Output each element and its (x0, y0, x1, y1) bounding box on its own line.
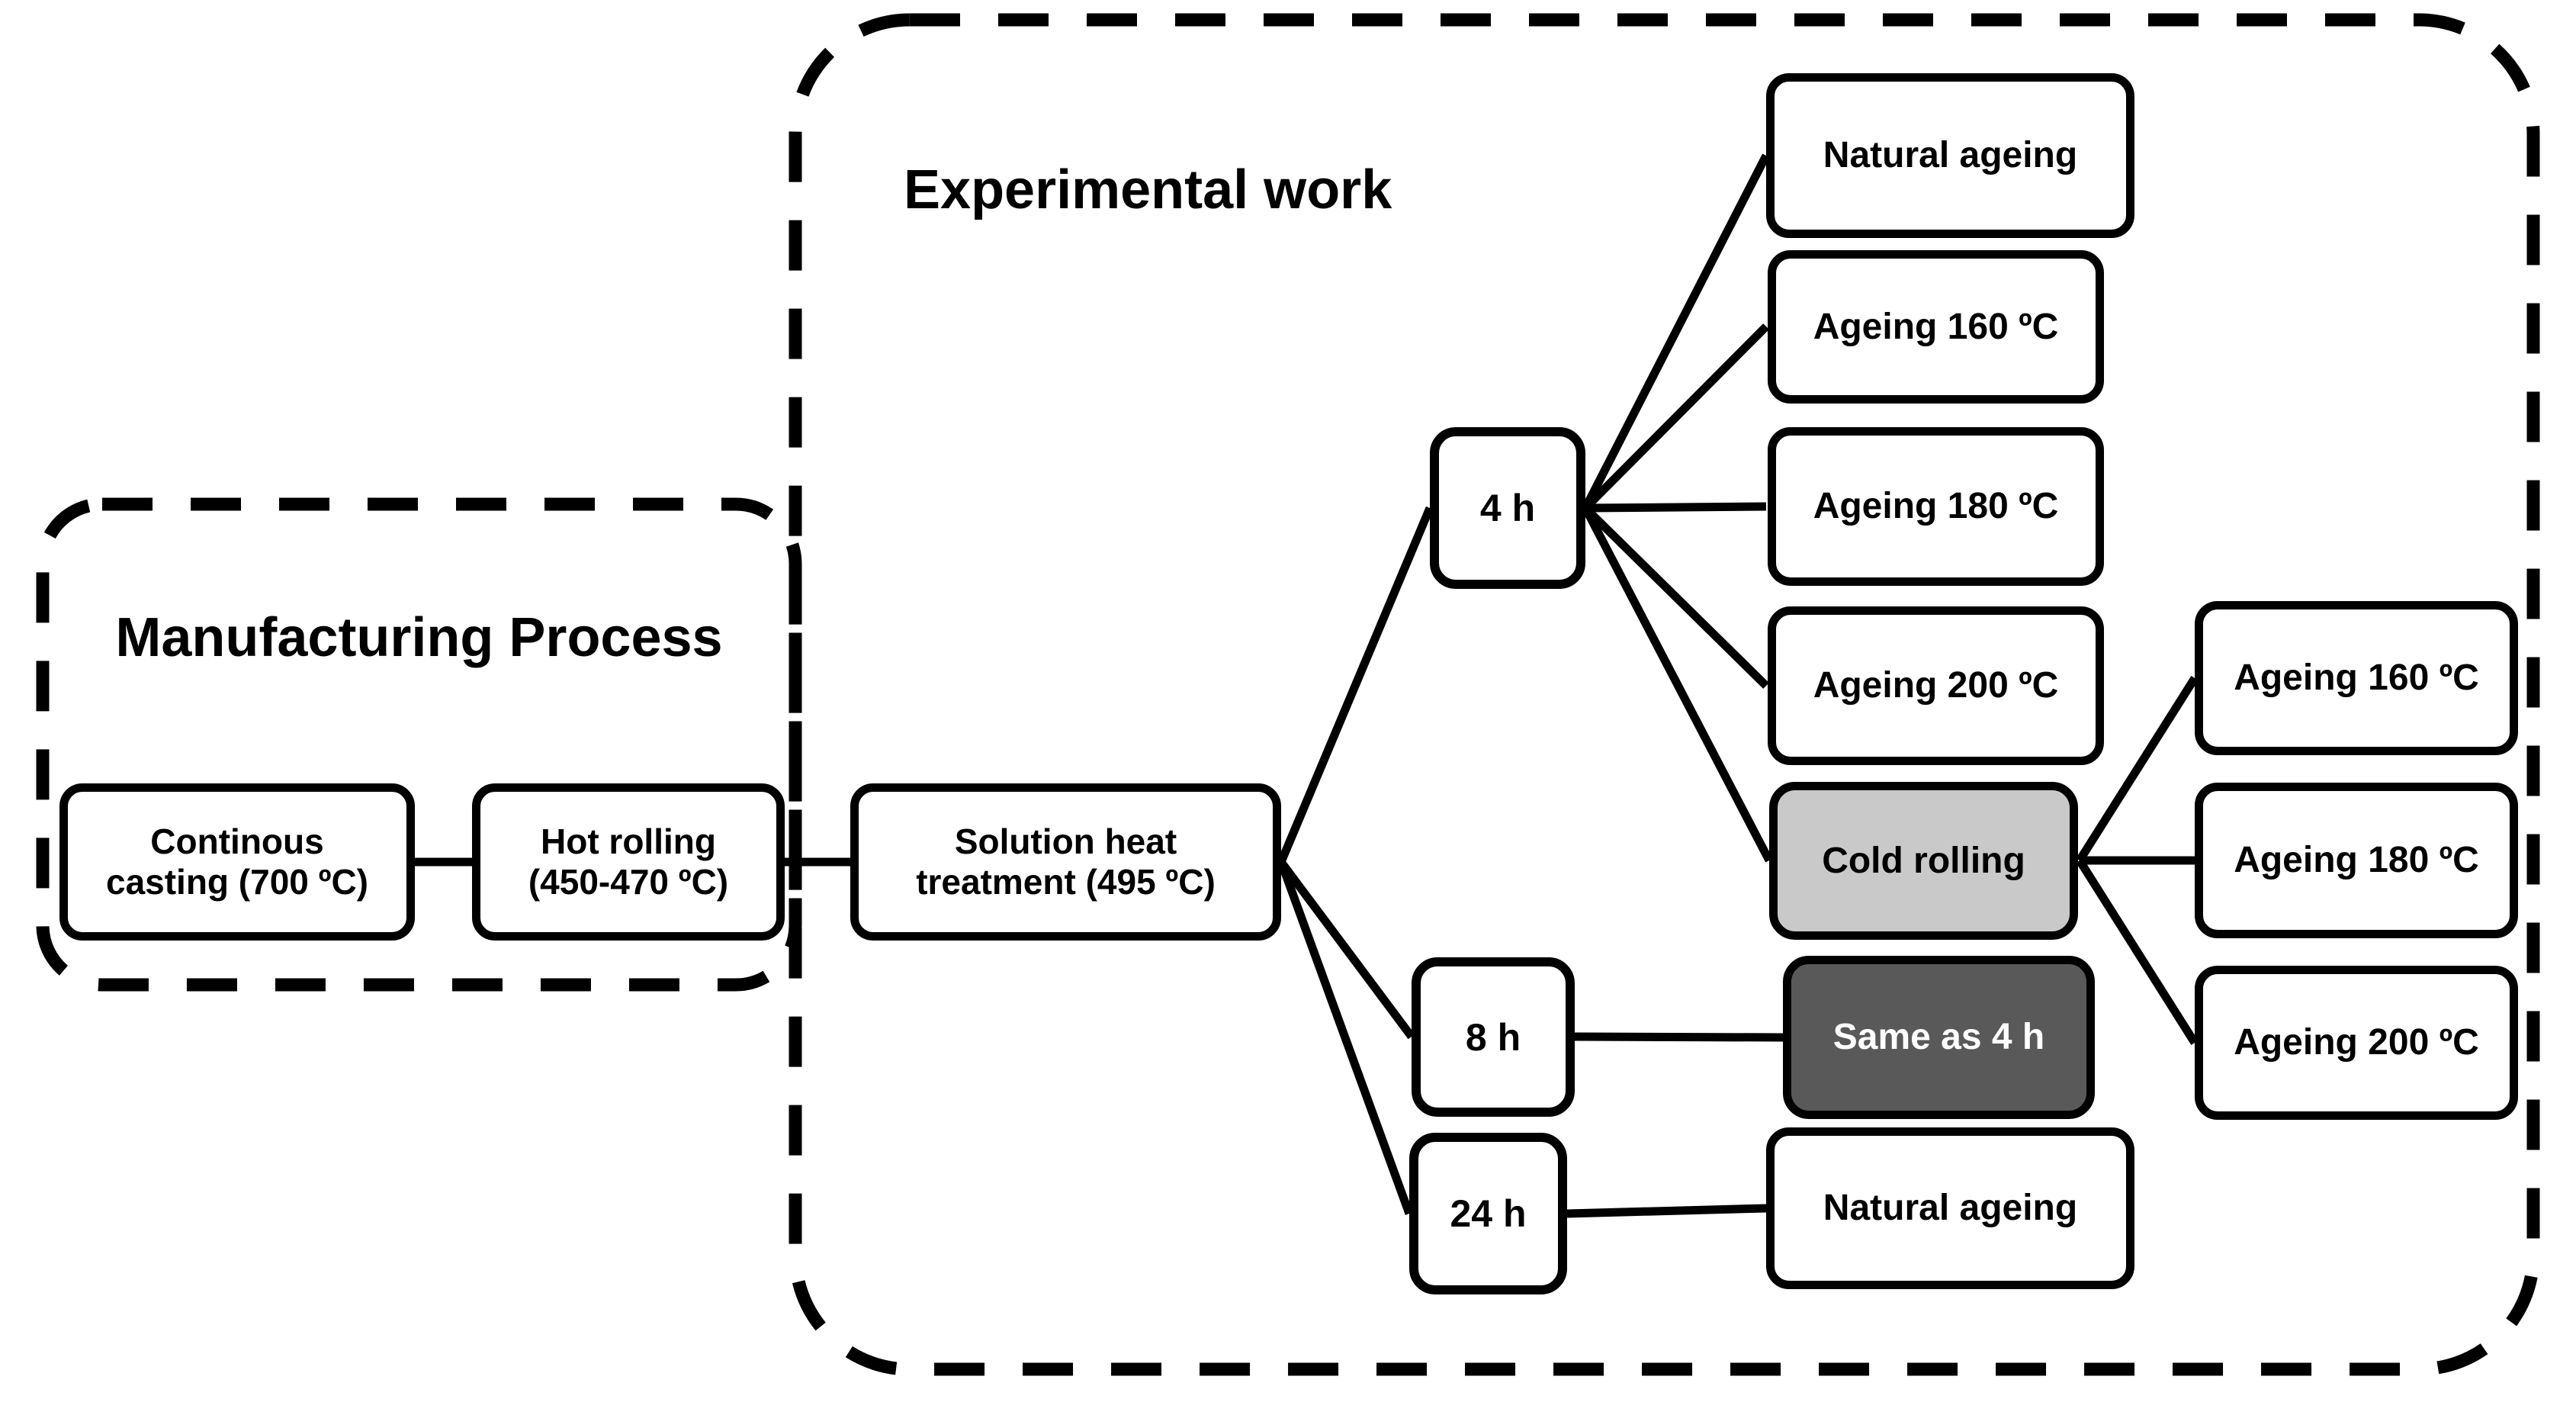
manufacturing-dashed-border (36, 497, 802, 992)
node-label: Hot rolling (541, 821, 716, 861)
node-label: Solution heat (954, 821, 1177, 861)
node-label: (450-470 ºC) (528, 862, 729, 902)
experimental-group-title: Experimental work (904, 159, 1392, 220)
node-label: Natural ageing (1823, 1188, 2078, 1229)
node-label: treatment (495 ºC) (916, 862, 1216, 902)
node-label: Ageing 180 ºC (2234, 840, 2479, 881)
node-label: Cold rolling (1822, 840, 2025, 881)
connector-4h-coldrolling (1582, 506, 1773, 863)
node-ageing-160-4h: Ageing 160 ºC (1768, 250, 2104, 404)
manufacturing-group-title: Manufacturing Process (115, 607, 723, 668)
node-hot-rolling: Hot rolling (450-470 ºC) (472, 783, 785, 941)
node-same-as-4h: Same as 4 h (1783, 956, 2095, 1119)
node-solution-heat-treatment: Solution heat treatment (495 ºC) (850, 783, 1281, 941)
node-ageing-160-coldrolling: Ageing 160 ºC (2195, 601, 2518, 755)
node-label: 8 h (1465, 1015, 1521, 1059)
node-24h: 24 h (1409, 1133, 1567, 1294)
connector-coldrolling-ageing160 (2076, 676, 2199, 863)
node-label: casting (700 ºC) (105, 862, 368, 902)
node-label: 24 h (1450, 1192, 1527, 1235)
connector-24h-natural (1566, 1204, 1767, 1218)
node-natural-ageing-4h: Natural ageing (1766, 73, 2134, 238)
node-label: Ageing 160 ºC (2234, 658, 2479, 699)
node-natural-ageing-24h: Natural ageing (1766, 1127, 2134, 1289)
connector-solution-8h (1277, 859, 1415, 1040)
node-continuous-casting: Continous casting (700 ºC) (59, 783, 415, 941)
connector-solution-24h (1277, 860, 1414, 1215)
node-label: Ageing 200 ºC (1813, 665, 2059, 706)
connector-coldrolling-ageing200 (2076, 858, 2199, 1045)
node-4h: 4 h (1430, 427, 1585, 589)
node-cold-rolling: Cold rolling (1769, 782, 2078, 940)
node-ageing-200-coldrolling: Ageing 200 ºC (2195, 966, 2518, 1120)
node-label: Continous (150, 821, 324, 861)
node-label: 4 h (1479, 487, 1536, 529)
node-ageing-200-4h: Ageing 200 ºC (1768, 606, 2104, 765)
experimental-dashed-border (789, 13, 2540, 1376)
connector-4h-ageing160 (1582, 323, 1769, 511)
connector-solution-4h (1277, 506, 1434, 864)
node-label: Ageing 180 ºC (1813, 486, 2059, 527)
node-label: Natural ageing (1823, 135, 2078, 176)
connector-4h-ageing200 (1582, 505, 1769, 689)
node-label: Same as 4 h (1832, 1017, 2045, 1058)
node-label: Ageing 200 ºC (2234, 1022, 2479, 1063)
node-8h: 8 h (1412, 957, 1575, 1117)
node-ageing-180-4h: Ageing 180 ºC (1768, 427, 2104, 586)
node-label: Ageing 160 ºC (1813, 306, 2059, 347)
node-ageing-180-coldrolling: Ageing 180 ºC (2195, 783, 2518, 938)
connector-4h-ageing180 (1585, 502, 1767, 513)
connector-4h-natural (1582, 153, 1770, 510)
